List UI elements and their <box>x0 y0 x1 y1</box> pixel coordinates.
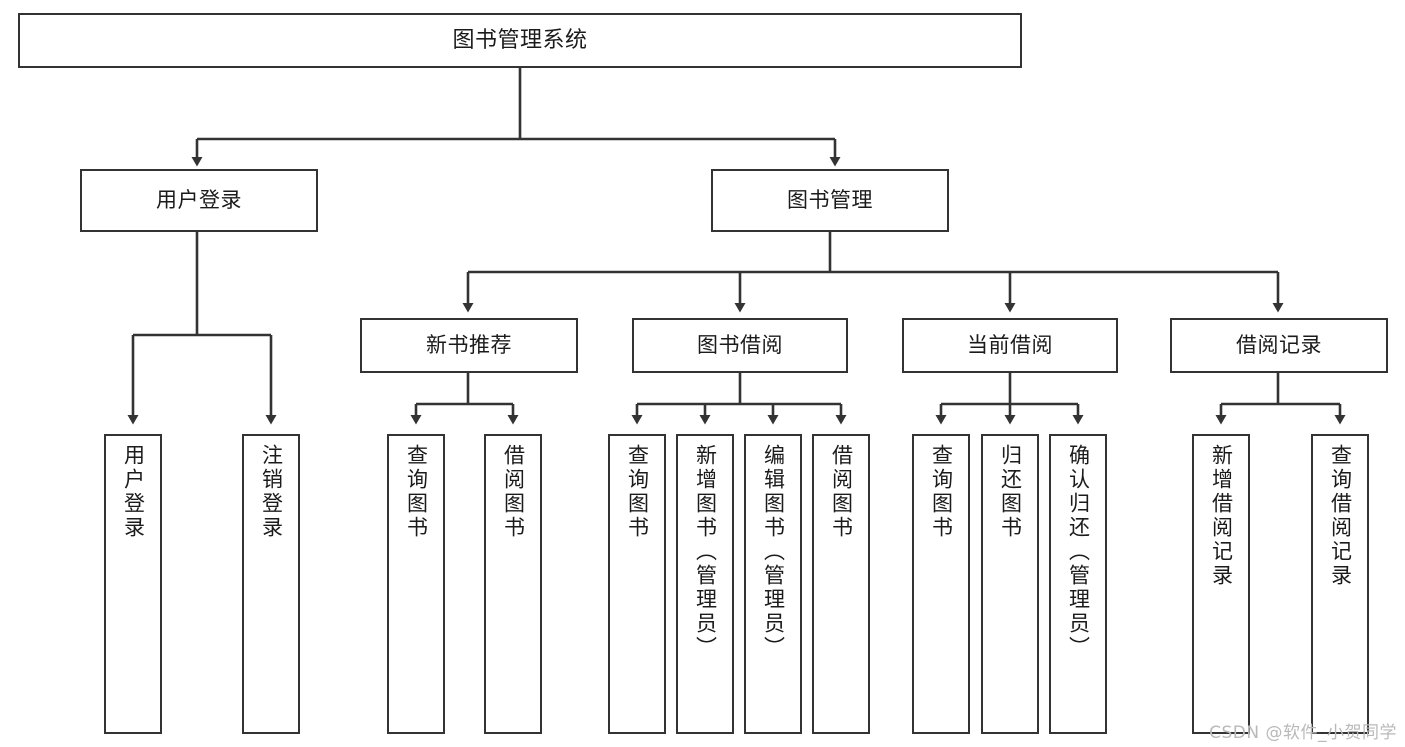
node-current-borrow-label: 当前借阅 <box>967 333 1053 358</box>
node-new-book-recommend-label: 新书推荐 <box>426 333 512 358</box>
node-leaf-borrow-book-2-label: 借阅图书 <box>829 444 854 540</box>
node-leaf-confirm-return-label: 确认归还（管理员） <box>1066 444 1091 660</box>
csdn-watermark: CSDN @软件_小贺同学 <box>1209 723 1397 743</box>
node-borrow-record[interactable]: 借阅记录 <box>1170 318 1388 373</box>
node-leaf-query-record[interactable]: 查询借阅记录 <box>1311 434 1369 734</box>
node-leaf-query-record-label: 查询借阅记录 <box>1328 444 1353 588</box>
node-leaf-return-book[interactable]: 归还图书 <box>981 434 1039 734</box>
node-leaf-query-book-1[interactable]: 查询图书 <box>387 434 445 734</box>
node-leaf-user-login-label: 用户登录 <box>121 444 146 540</box>
node-root-label: 图书管理系统 <box>452 27 588 53</box>
node-leaf-query-book-2-label: 查询图书 <box>625 444 650 540</box>
node-book-manage[interactable]: 图书管理 <box>711 169 949 232</box>
node-leaf-user-logout-label: 注销登录 <box>259 444 284 540</box>
node-leaf-user-login[interactable]: 用户登录 <box>104 434 162 734</box>
node-leaf-return-book-label: 归还图书 <box>998 444 1023 540</box>
node-leaf-add-record-label: 新增借阅记录 <box>1209 444 1234 588</box>
node-book-borrow[interactable]: 图书借阅 <box>632 318 848 373</box>
node-leaf-borrow-book-1[interactable]: 借阅图书 <box>484 434 542 734</box>
node-leaf-edit-book[interactable]: 编辑图书（管理员） <box>744 434 802 734</box>
node-leaf-borrow-book-2[interactable]: 借阅图书 <box>812 434 870 734</box>
node-leaf-confirm-return[interactable]: 确认归还（管理员） <box>1049 434 1107 734</box>
node-leaf-add-book-label: 新增图书（管理员） <box>693 444 718 660</box>
node-current-borrow[interactable]: 当前借阅 <box>902 318 1118 373</box>
node-leaf-edit-book-label: 编辑图书（管理员） <box>761 444 786 660</box>
node-leaf-add-book[interactable]: 新增图书（管理员） <box>676 434 734 734</box>
node-borrow-record-label: 借阅记录 <box>1236 333 1322 358</box>
node-leaf-query-book-3[interactable]: 查询图书 <box>912 434 970 734</box>
node-user-login[interactable]: 用户登录 <box>80 169 318 232</box>
node-new-book-recommend[interactable]: 新书推荐 <box>360 318 578 373</box>
node-leaf-query-book-2[interactable]: 查询图书 <box>608 434 666 734</box>
node-leaf-add-record[interactable]: 新增借阅记录 <box>1192 434 1250 734</box>
node-book-manage-label: 图书管理 <box>787 188 873 213</box>
node-root[interactable]: 图书管理系统 <box>18 13 1022 68</box>
node-leaf-query-book-1-label: 查询图书 <box>404 444 429 540</box>
node-user-login-label: 用户登录 <box>156 188 242 213</box>
node-leaf-user-logout[interactable]: 注销登录 <box>242 434 300 734</box>
node-leaf-query-book-3-label: 查询图书 <box>929 444 954 540</box>
node-book-borrow-label: 图书借阅 <box>697 333 783 358</box>
node-leaf-borrow-book-1-label: 借阅图书 <box>501 444 526 540</box>
